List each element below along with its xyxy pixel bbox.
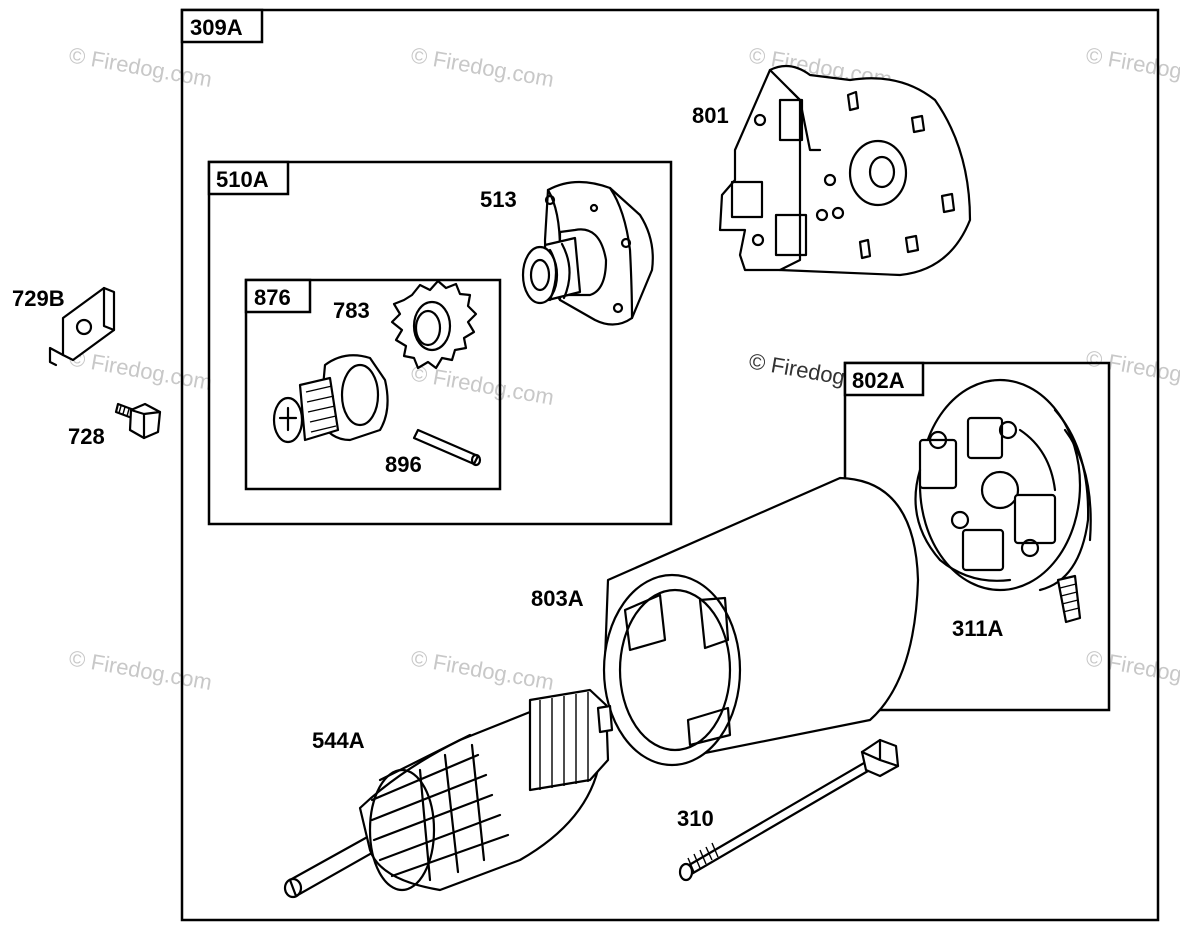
- watermark: © Firedog.com: [409, 42, 556, 92]
- part-label-310: 310: [677, 806, 714, 831]
- watermark: © Firedog.com: [67, 345, 214, 395]
- part-label-311a: 311A: [952, 616, 1003, 641]
- part-label-513: 513: [480, 187, 517, 212]
- box-label-802a: 802A: [852, 368, 905, 393]
- roll-pin-896: [412, 428, 482, 467]
- box-309a: 309A: [180, 8, 1160, 922]
- box-label-309a: 309A: [190, 15, 243, 40]
- part-label-803a: 803A: [531, 586, 584, 611]
- drive-housing-513: [521, 180, 654, 326]
- brush-holder-802a: [914, 378, 1092, 624]
- bracket-729b: [48, 286, 116, 367]
- drive-clutch-876: [272, 354, 389, 444]
- box-label-510a: 510A: [216, 167, 269, 192]
- through-bolt-310: [678, 738, 900, 882]
- screw-728: [114, 402, 162, 440]
- watermark: © Firedog.com: [67, 42, 214, 92]
- part-label-729b: 729B: [12, 286, 65, 311]
- watermark: © Firedog.com: [409, 645, 556, 695]
- watermark: © Firedog.com: [67, 645, 214, 695]
- box-label-876: 876: [254, 285, 291, 310]
- box-510a: 510A: [207, 160, 673, 526]
- part-label-544a: 544A: [312, 728, 365, 753]
- armature-544a: [283, 688, 614, 899]
- box-802a: 802A: [843, 361, 1111, 712]
- box-876: 876: [244, 278, 502, 491]
- end-plate-801: [718, 64, 972, 277]
- part-label-801: 801: [692, 103, 729, 128]
- watermark: © Firedog.com: [1084, 345, 1180, 395]
- watermark: © Firedog.com: [1084, 42, 1180, 92]
- part-label-783: 783: [333, 298, 370, 323]
- housing-803a: [602, 476, 920, 767]
- part-label-896: 896: [385, 452, 422, 477]
- watermark: © Firedog.com: [1084, 645, 1180, 695]
- part-label-728: 728: [68, 424, 105, 449]
- watermark: © Firedog.com: [409, 360, 556, 410]
- pinion-gear-783: [390, 279, 478, 370]
